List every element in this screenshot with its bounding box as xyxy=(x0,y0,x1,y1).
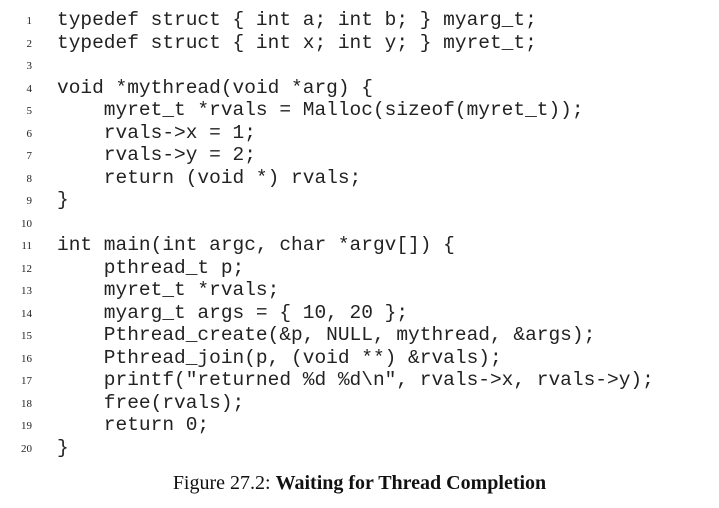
code-line: 11 int main(int argc, char *argv[]) { xyxy=(0,234,719,257)
line-code: rvals->y = 2; xyxy=(57,144,256,166)
line-code: myarg_t args = { 10, 20 }; xyxy=(57,301,409,324)
code-line: 9} xyxy=(0,189,719,212)
code-line: 20} xyxy=(0,437,719,460)
code-line: 10 xyxy=(0,212,719,235)
line-number: 4 xyxy=(26,82,33,95)
code-line: 3 xyxy=(0,54,719,77)
caption-title: Waiting for Thread Completion xyxy=(275,472,547,494)
code-line: 2 typedef struct { int x; int y; } myret_… xyxy=(0,32,719,55)
line-code: Pthread_join(p, (void **) &rvals); xyxy=(57,346,502,369)
line-number: 3 xyxy=(26,60,33,72)
line-number: 2 xyxy=(26,37,33,50)
code-line: 15 Pthread_create(&p, NULL, mythread, &a… xyxy=(0,324,719,347)
code-line: 16 Pthread_join(p, (void **) &rvals); xyxy=(0,347,719,370)
line-number: 9 xyxy=(26,195,33,207)
line-code: free(rvals); xyxy=(57,391,245,414)
line-code: myret_t *rvals = Malloc(sizeof(myret_t))… xyxy=(57,99,584,121)
code-line: 8 return (void *) rvals; xyxy=(0,167,719,190)
code-line: 17 printf("returned %d %d\n", rvals->x, … xyxy=(0,369,719,392)
code-line: 19 return 0; xyxy=(0,414,719,437)
line-code: void *mythread(void *arg) { xyxy=(57,76,373,99)
code-line: 18 free(rvals); xyxy=(0,392,719,415)
line-number: 15 xyxy=(21,330,32,342)
caption-label: Figure 27.2: xyxy=(172,472,276,494)
line-code: } xyxy=(57,189,69,211)
line-number: 18 xyxy=(21,397,32,410)
line-code: typedef struct { int a; int b; } myarg_t… xyxy=(57,9,537,31)
code-line: 14 myarg_t args = { 10, 20 }; xyxy=(0,302,719,325)
line-number: 8 xyxy=(26,172,33,185)
line-code: Pthread_create(&p, NULL, mythread, &args… xyxy=(57,324,596,346)
line-number: 12 xyxy=(21,262,32,275)
line-code: pthread_t p; xyxy=(57,256,245,279)
line-code: typedef struct { int x; int y; } myret_t… xyxy=(57,31,537,54)
code-listing: 1 typedef struct { int a; int b; } myarg_… xyxy=(0,9,719,459)
line-number: 5 xyxy=(26,105,33,117)
line-code: return (void *) rvals; xyxy=(57,166,362,189)
line-number: 6 xyxy=(26,127,33,140)
line-code: } xyxy=(57,436,69,459)
line-code: printf("returned %d %d\n", rvals->x, rva… xyxy=(57,369,654,391)
line-number: 14 xyxy=(21,307,32,320)
line-number: 19 xyxy=(21,420,32,432)
line-number: 7 xyxy=(26,150,33,162)
code-line: 6 rvals->x = 1; xyxy=(0,122,719,145)
figure-caption: Figure 27.2: Waiting for Thread Completi… xyxy=(0,472,719,495)
line-code: return 0; xyxy=(57,414,210,436)
code-line: 4 void *mythread(void *arg) { xyxy=(0,77,719,100)
code-line: 1 typedef struct { int a; int b; } myarg_… xyxy=(0,9,719,32)
line-number: 10 xyxy=(21,217,32,230)
code-line: 7 rvals->y = 2; xyxy=(0,144,719,167)
line-number: 11 xyxy=(21,240,32,252)
line-code: myret_t *rvals; xyxy=(57,279,280,301)
code-line: 5 myret_t *rvals = Malloc(sizeof(myret_t… xyxy=(0,99,719,122)
line-number: 13 xyxy=(21,285,32,297)
line-number: 17 xyxy=(21,375,32,387)
line-code: int main(int argc, char *argv[]) { xyxy=(57,234,455,256)
line-number: 1 xyxy=(26,15,33,27)
line-number: 20 xyxy=(21,442,32,455)
code-line: 13 myret_t *rvals; xyxy=(0,279,719,302)
line-number: 16 xyxy=(21,352,32,365)
code-line: 12 pthread_t p; xyxy=(0,257,719,280)
line-code: rvals->x = 1; xyxy=(57,121,256,144)
